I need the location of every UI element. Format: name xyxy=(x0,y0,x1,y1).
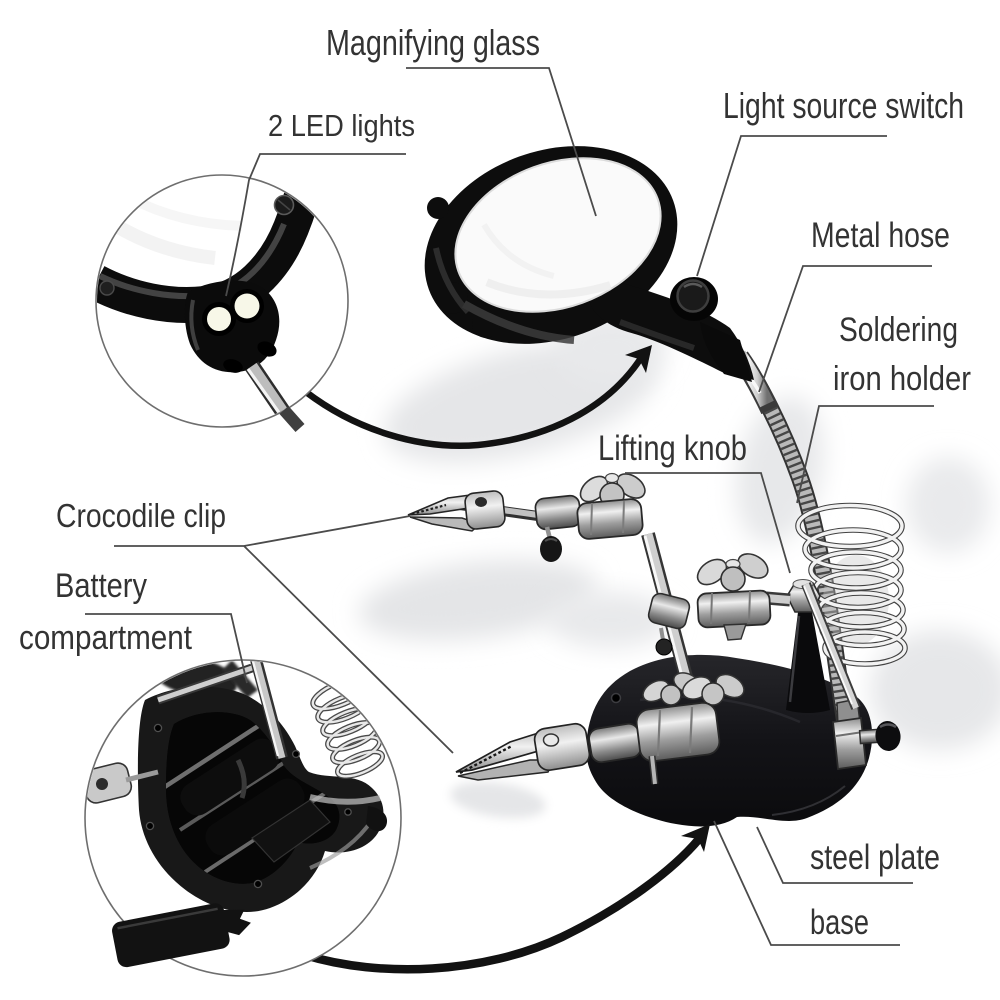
svg-text:Light source switch: Light source switch xyxy=(723,85,964,126)
svg-text:base: base xyxy=(810,903,869,942)
svg-text:steel plate: steel plate xyxy=(810,838,940,877)
svg-text:Battery: Battery xyxy=(55,567,147,605)
svg-text:2 LED lights: 2 LED lights xyxy=(268,108,415,143)
svg-text:iron holder: iron holder xyxy=(833,360,971,398)
svg-text:Soldering: Soldering xyxy=(839,311,958,349)
svg-text:Crocodile clip: Crocodile clip xyxy=(56,497,226,534)
svg-text:Metal hose: Metal hose xyxy=(811,216,950,255)
svg-text:Lifting knob: Lifting knob xyxy=(598,429,747,468)
svg-text:Magnifying glass: Magnifying glass xyxy=(326,22,540,63)
svg-text:compartment: compartment xyxy=(19,619,192,657)
